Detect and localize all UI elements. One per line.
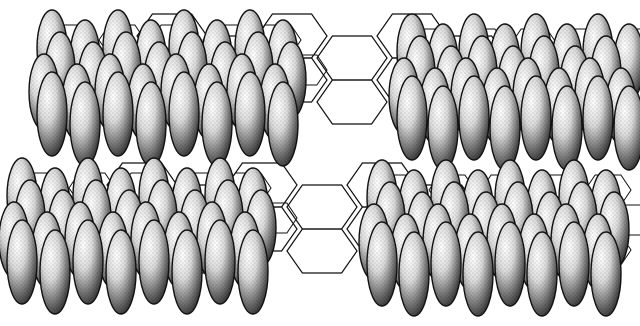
oval-shading bbox=[431, 222, 461, 306]
oval-shading bbox=[139, 220, 169, 304]
oval-shading bbox=[37, 72, 67, 156]
hexagon-ring bbox=[287, 185, 357, 229]
oval-shading bbox=[399, 232, 429, 316]
oval-shading bbox=[238, 230, 268, 314]
cluster-top-left bbox=[29, 10, 327, 166]
oval-shading bbox=[428, 86, 458, 170]
oval-clusters bbox=[0, 10, 640, 316]
oval-shading bbox=[103, 72, 133, 156]
hexagon-ring bbox=[287, 229, 357, 273]
oval-shading bbox=[459, 76, 489, 160]
oval-shading bbox=[172, 230, 202, 314]
oval-shading bbox=[40, 230, 70, 314]
oval-shading bbox=[490, 86, 520, 170]
oval-shading bbox=[559, 222, 589, 306]
oval-shading bbox=[202, 82, 232, 166]
oval-shading bbox=[169, 72, 199, 156]
oval-shading bbox=[205, 220, 235, 304]
oval-shading bbox=[235, 72, 265, 156]
oval-shading bbox=[495, 222, 525, 306]
oval-shading bbox=[70, 82, 100, 166]
oval-shading bbox=[527, 232, 557, 316]
hexagon-ring bbox=[317, 80, 387, 124]
oval-shading bbox=[591, 232, 621, 316]
hexagon-ring bbox=[317, 36, 387, 80]
oval-shading bbox=[106, 230, 136, 314]
cluster-bottom-right bbox=[359, 160, 640, 316]
cluster-bottom-left bbox=[0, 158, 297, 314]
oval-shading bbox=[463, 232, 493, 316]
cluster-top-right bbox=[389, 14, 640, 170]
oval-shading bbox=[136, 82, 166, 166]
oval-shading bbox=[521, 76, 551, 160]
oval-shading bbox=[552, 86, 582, 170]
oval-shading bbox=[583, 76, 613, 160]
oval-shading bbox=[367, 222, 397, 306]
oval-shading bbox=[73, 220, 103, 304]
oval-shading bbox=[7, 220, 37, 304]
oval-shading bbox=[268, 82, 298, 166]
oval-shading bbox=[397, 76, 427, 160]
